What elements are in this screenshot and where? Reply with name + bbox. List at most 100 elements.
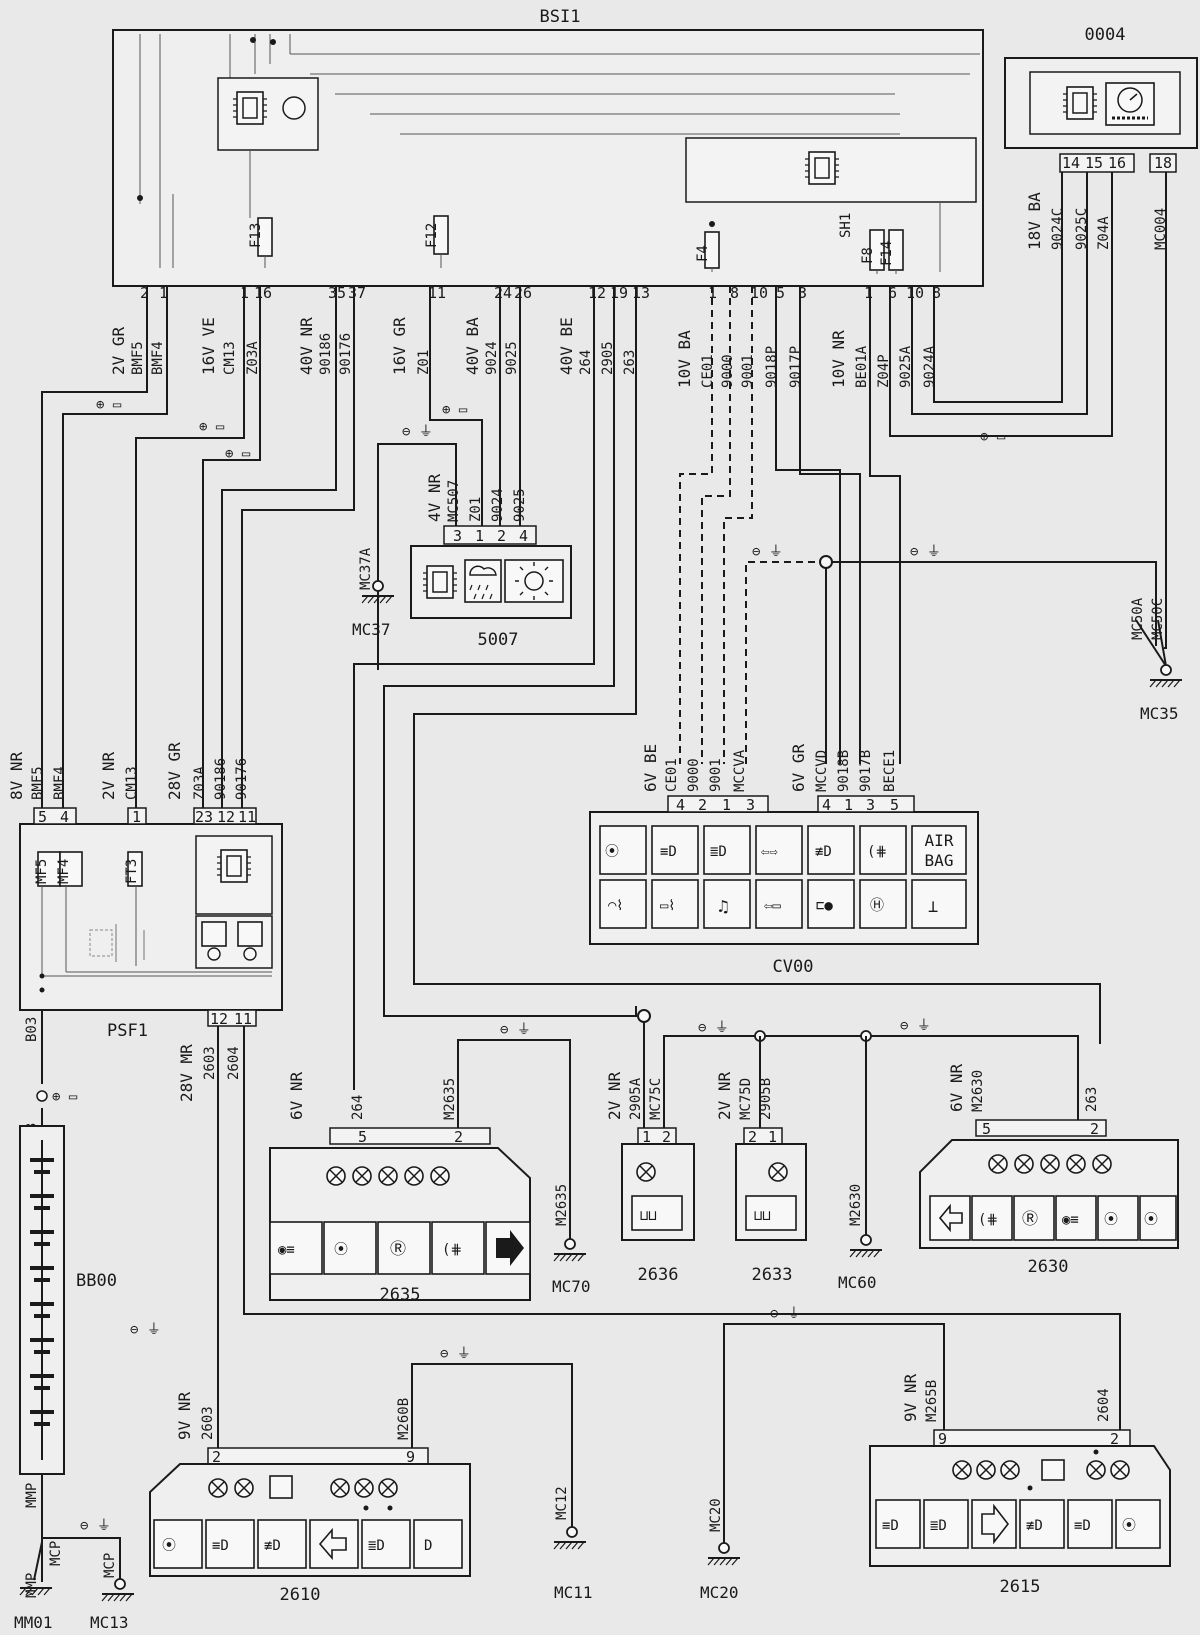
fuse-mf5: MF5 bbox=[34, 859, 50, 884]
switch-module-title: CV00 bbox=[773, 957, 814, 977]
svg-text:9001: 9001 bbox=[740, 354, 756, 388]
fuse-f12: F12 bbox=[424, 223, 440, 248]
bsi-connector-7: 1 8 10 5 3 10V BA CE01 9000 9001 9018P 9… bbox=[675, 284, 807, 388]
svg-text:⊖ ⏚: ⊖ ⏚ bbox=[698, 1020, 729, 1036]
battery: BB00 bbox=[19, 1125, 117, 1475]
sensor-connector: 3 1 2 4 4V NR MC507 Z01 9024 9025 MC37A bbox=[358, 473, 537, 590]
svg-text:CE01: CE01 bbox=[700, 354, 716, 388]
switch-module: ⦿ ≡D ≣D ⇦⇨ ≢D (⋕ AIR BAG ◠⌇ ▭⌇ ♫ ⇦▭ ⊏● Ⓗ… bbox=[589, 811, 979, 977]
svg-text:4V NR: 4V NR bbox=[425, 473, 444, 522]
instrument-panel-title: 0004 bbox=[1085, 25, 1126, 45]
svg-text:9001: 9001 bbox=[708, 758, 724, 792]
svg-text:3: 3 bbox=[746, 796, 755, 814]
svg-text:⊖ ⏚: ⊖ ⏚ bbox=[500, 1022, 531, 1038]
ip-connector-2: 18 MC004 bbox=[1149, 153, 1177, 250]
svg-text:≢D: ≢D bbox=[264, 1538, 281, 1554]
svg-text:2: 2 bbox=[454, 1128, 463, 1146]
psf-connector-2: 1 2V NR CM13 bbox=[99, 751, 147, 826]
lamp-cluster-2610-title: 2610 bbox=[280, 1585, 321, 1605]
svg-text:24: 24 bbox=[494, 284, 512, 302]
svg-text:≢D: ≢D bbox=[1026, 1518, 1043, 1534]
svg-text:16V VE: 16V VE bbox=[199, 317, 218, 375]
svg-text:9: 9 bbox=[938, 1430, 947, 1448]
svg-text:CM13: CM13 bbox=[124, 766, 140, 800]
svg-text:10: 10 bbox=[750, 284, 768, 302]
svg-text:◠⌇: ◠⌇ bbox=[608, 898, 623, 914]
svg-text:1: 1 bbox=[475, 527, 484, 545]
ground-mm01: MM01 bbox=[14, 1587, 53, 1632]
svg-text:MMP: MMP bbox=[24, 1483, 40, 1508]
svg-text:MCCVA: MCCVA bbox=[732, 749, 748, 792]
svg-text:≡D: ≡D bbox=[212, 1538, 229, 1554]
svg-text:9000: 9000 bbox=[720, 354, 736, 388]
svg-text:12: 12 bbox=[217, 808, 235, 826]
lamp-cluster-2633: 2 1 2V NR MC75D 2905B ⊔⊔ 2633 bbox=[715, 1071, 807, 1285]
svg-text:MC20: MC20 bbox=[700, 1583, 739, 1602]
svg-text:28V MR: 28V MR bbox=[177, 1044, 196, 1102]
svg-text:4: 4 bbox=[822, 796, 831, 814]
svg-text:Ⓡ: Ⓡ bbox=[1022, 1209, 1038, 1228]
wiring-lower: B03 ⊕ ▭ B03 ⊖ ⏚ ⊖ ⏚ ⊖ ⏚ ⊖ ⏚ ⊖ ⏚ ⊖ ⏚ ⊖ ⏚ bbox=[24, 1009, 1121, 1586]
psf-title: PSF1 bbox=[107, 1021, 148, 1041]
svg-text:9018B: 9018B bbox=[836, 750, 852, 792]
svg-text:2: 2 bbox=[497, 527, 506, 545]
svg-text:264: 264 bbox=[578, 350, 594, 375]
svg-text:11: 11 bbox=[234, 1010, 252, 1028]
svg-text:MCP: MCP bbox=[102, 1553, 118, 1578]
svg-text:23: 23 bbox=[195, 808, 213, 826]
svg-text:⇦▭: ⇦▭ bbox=[764, 898, 781, 914]
fuse-mf4: MF4 bbox=[56, 859, 72, 884]
svg-text:40V BA: 40V BA bbox=[463, 317, 482, 375]
lamp-cluster-2636: 1 2 2V NR 2905A MC75C ⊔⊔ 2636 bbox=[605, 1071, 695, 1285]
wire-b03-upper: B03 bbox=[24, 1017, 40, 1042]
lamp-cluster-2633-title: 2633 bbox=[752, 1265, 793, 1285]
svg-text:⊕ ▭: ⊕ ▭ bbox=[96, 397, 122, 413]
svg-text:BMF4: BMF4 bbox=[52, 766, 68, 800]
svg-text:⊔⊔: ⊔⊔ bbox=[754, 1208, 771, 1224]
svg-text:MCP: MCP bbox=[48, 1541, 64, 1566]
svg-text:6V GR: 6V GR bbox=[789, 743, 808, 792]
svg-text:BMF4: BMF4 bbox=[150, 341, 166, 375]
battery-title: BB00 bbox=[76, 1271, 117, 1291]
svg-text:10: 10 bbox=[906, 284, 924, 302]
lamp-cluster-2610: 2 9 9V NR 2603 M260B ⦿ ≡D ≢D ≣D D 2610 bbox=[149, 1391, 471, 1605]
svg-text:M2635: M2635 bbox=[554, 1184, 570, 1226]
svg-text:2905B: 2905B bbox=[758, 1078, 774, 1120]
svg-text:12: 12 bbox=[210, 1010, 228, 1028]
rain-sensor-title: 5007 bbox=[478, 630, 519, 650]
ground-mc35: MC35 MC50A MC50C bbox=[1130, 597, 1183, 723]
svg-text:16: 16 bbox=[254, 284, 272, 302]
cv-icon-row2: ◠⌇ ▭⌇ ♫ ⇦▭ ⊏● Ⓗ ⊥ bbox=[599, 879, 967, 929]
svg-text:264: 264 bbox=[350, 1095, 366, 1120]
svg-text:40V BE: 40V BE bbox=[557, 317, 576, 375]
fuse-f14: F14 bbox=[879, 241, 895, 266]
svg-text:9024C: 9024C bbox=[1050, 208, 1066, 250]
svg-text:18V BA: 18V BA bbox=[1025, 192, 1044, 250]
svg-text:18: 18 bbox=[1154, 154, 1172, 172]
svg-text:5: 5 bbox=[890, 796, 899, 814]
svg-text:▭⌇: ▭⌇ bbox=[660, 898, 675, 914]
svg-text:263: 263 bbox=[622, 350, 638, 375]
svg-text:8: 8 bbox=[932, 284, 941, 302]
lamp-cluster-2615: 9 2 9V NR M265B 2604 ≡D ≣D ≢D ≡D ⦿ 2615 bbox=[869, 1373, 1171, 1597]
svg-text:MC75C: MC75C bbox=[648, 1078, 664, 1120]
svg-text:M2630: M2630 bbox=[970, 1070, 986, 1112]
svg-text:D: D bbox=[424, 1538, 432, 1554]
svg-text:M265B: M265B bbox=[924, 1380, 940, 1422]
svg-text:9V NR: 9V NR bbox=[175, 1391, 194, 1440]
svg-text:♫: ♫ bbox=[718, 897, 728, 917]
svg-text:MC50C: MC50C bbox=[1150, 598, 1166, 640]
svg-text:Z01: Z01 bbox=[416, 350, 432, 375]
svg-text:Ⓗ: Ⓗ bbox=[870, 898, 884, 914]
svg-text:5: 5 bbox=[982, 1120, 991, 1138]
svg-text:MCCVD: MCCVD bbox=[814, 750, 830, 792]
svg-text:90176: 90176 bbox=[234, 758, 250, 800]
svg-text:1: 1 bbox=[844, 796, 853, 814]
svg-text:28V GR: 28V GR bbox=[165, 742, 184, 800]
svg-text:⊖ ⏚: ⊖ ⏚ bbox=[440, 1346, 471, 1362]
instrument-panel: 0004 bbox=[1004, 25, 1198, 149]
svg-text:MM01: MM01 bbox=[14, 1613, 53, 1632]
svg-text:≡D: ≡D bbox=[882, 1518, 899, 1534]
svg-text:14: 14 bbox=[1062, 154, 1080, 172]
svg-text:2: 2 bbox=[1090, 1120, 1099, 1138]
